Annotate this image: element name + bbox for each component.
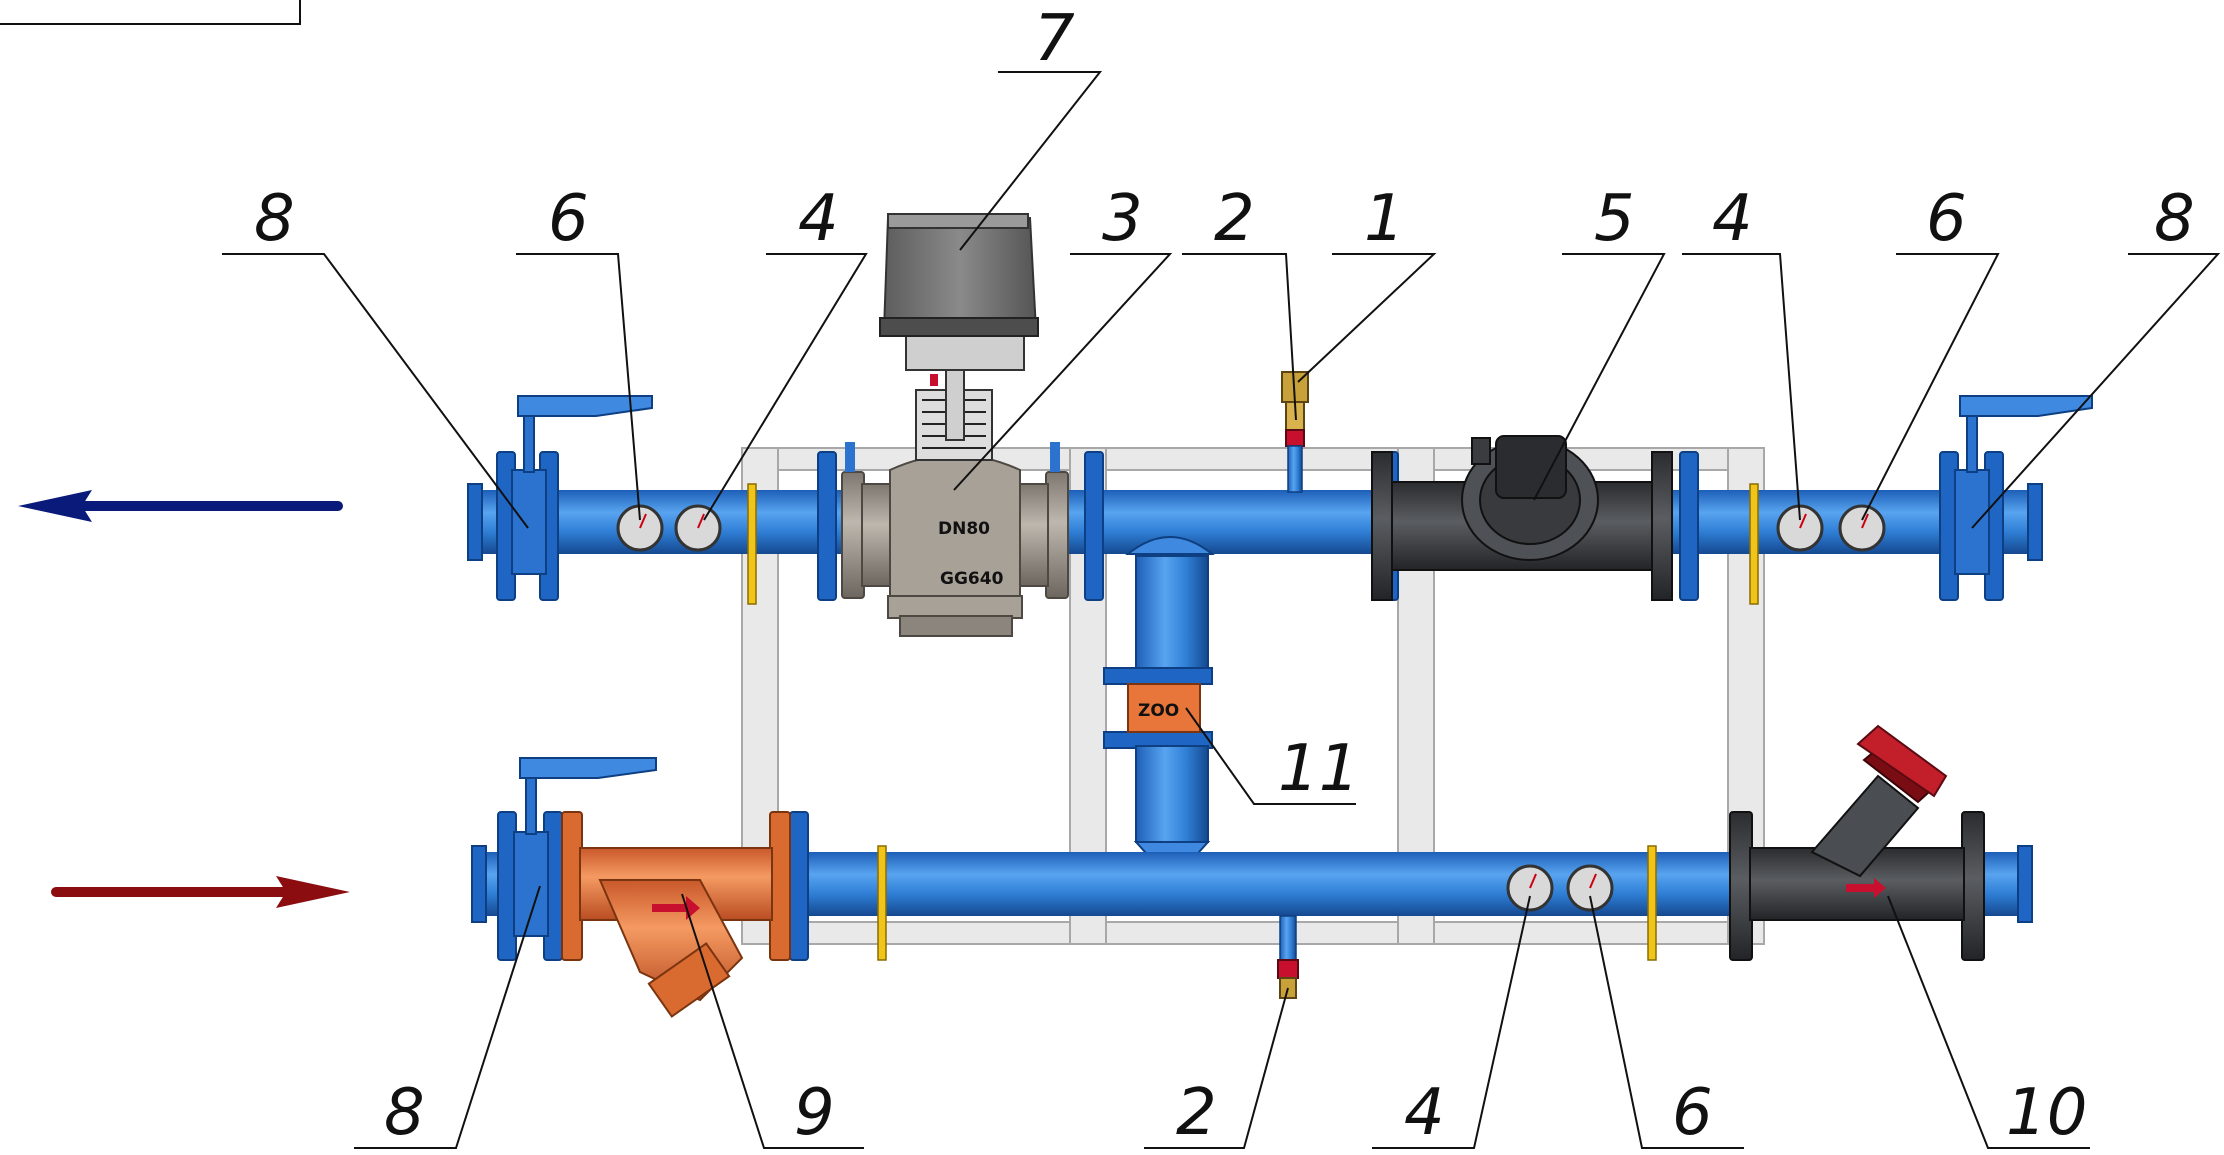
valve-dn-marking: DN80 xyxy=(938,519,990,539)
callout-1: 1 xyxy=(1364,182,1405,256)
callout-6-top-right: 6 xyxy=(1926,182,1967,256)
callout-2-top: 2 xyxy=(1214,182,1255,256)
control-valve-3: DN80 GG640 xyxy=(841,442,1069,637)
callout-8-top-left: 8 xyxy=(254,182,295,256)
callout-5: 5 xyxy=(1594,182,1635,256)
fitting-11: ZOO xyxy=(1127,683,1201,733)
gauge-top-left-4 xyxy=(674,504,722,552)
callout-4-top-left: 4 xyxy=(798,182,839,256)
fitting-marking: ZOO xyxy=(1138,701,1179,721)
gauge-top-right-6 xyxy=(1838,504,1886,552)
callout-6-bottom: 6 xyxy=(1672,1076,1713,1150)
thermowells-bottom xyxy=(877,845,1657,961)
circulation-pump-5 xyxy=(1371,435,1673,601)
callout-11: 11 xyxy=(1278,732,1359,806)
butterfly-valve-bottom-left xyxy=(513,757,657,937)
callout-8-top-right: 8 xyxy=(2154,182,2195,256)
title-block-corner xyxy=(0,0,301,25)
balancing-valve-10 xyxy=(1729,724,1985,961)
drain-tap-2 xyxy=(1277,915,1299,999)
callout-7: 7 xyxy=(1034,2,1075,76)
callout-9: 9 xyxy=(794,1076,835,1150)
callout-4-bottom: 4 xyxy=(1404,1076,1445,1150)
top-pipe xyxy=(475,490,2035,554)
gauge-bottom-4 xyxy=(1506,864,1554,912)
thermowells-top xyxy=(747,483,1759,605)
valve-actuator-7 xyxy=(879,213,1039,461)
strainer-9 xyxy=(561,811,791,1018)
butterfly-valve-top-right xyxy=(1954,395,2093,575)
gauge-top-left-6 xyxy=(616,504,664,552)
arrow-inflow-right xyxy=(51,876,350,908)
callout-3: 3 xyxy=(1102,182,1143,256)
gauge-top-right-4 xyxy=(1776,504,1824,552)
callout-10: 10 xyxy=(2006,1076,2087,1150)
callout-2-bottom: 2 xyxy=(1176,1076,1217,1150)
callout-8-bottom: 8 xyxy=(384,1076,425,1150)
gauge-bottom-6 xyxy=(1566,864,1614,912)
callout-6-top-left: 6 xyxy=(548,182,589,256)
callout-numbers: 8 6 4 3 7 2 1 5 4 6 8 11 8 9 2 4 6 10 xyxy=(254,2,2195,1150)
arrow-outflow-left xyxy=(18,490,343,522)
valve-pn-marking: GG640 xyxy=(940,569,1004,589)
bypass-tee xyxy=(1103,536,1215,884)
callout-4-top-right: 4 xyxy=(1712,182,1753,256)
callout-leaders xyxy=(222,71,2221,1149)
